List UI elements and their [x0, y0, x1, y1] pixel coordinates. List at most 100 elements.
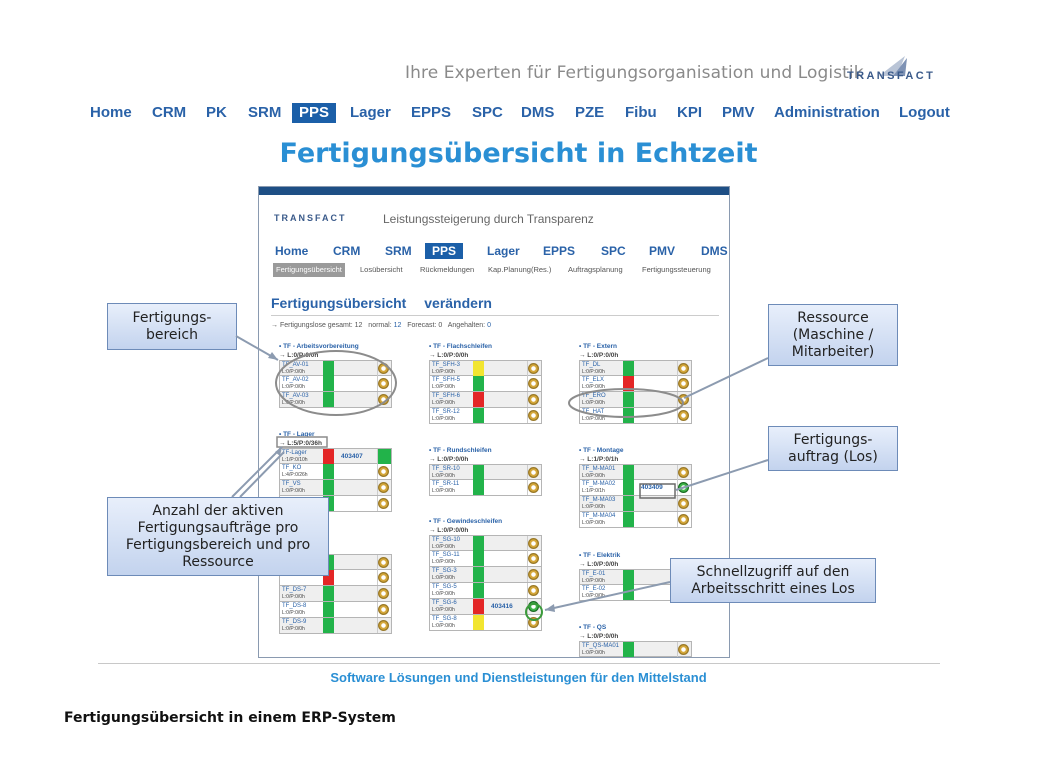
resource-name[interactable]: TF_SR-11	[432, 481, 460, 487]
gear-icon[interactable]	[378, 378, 389, 389]
production-order-link[interactable]: 403416	[491, 603, 513, 610]
gear-icon[interactable]	[678, 514, 689, 525]
top-nav-pze[interactable]: PZE	[575, 104, 605, 121]
app-nav-crm[interactable]: CRM	[333, 244, 361, 258]
top-nav-lager[interactable]: Lager	[350, 104, 391, 121]
top-nav-srm[interactable]: SRM	[248, 104, 282, 121]
gear-icon[interactable]	[528, 569, 539, 580]
resource-name[interactable]: TF_SR-10	[432, 466, 460, 472]
app-nav-pmv[interactable]: PMV	[649, 244, 676, 258]
resource-name[interactable]: TF_M-MA04	[582, 513, 616, 519]
resource-name[interactable]: TF_HAT	[582, 409, 605, 415]
gear-icon[interactable]	[678, 467, 689, 478]
gear-icon[interactable]	[678, 482, 689, 493]
transfact-logo[interactable]: TRANSFACT	[845, 56, 940, 90]
gear-icon[interactable]	[678, 378, 689, 389]
gear-icon[interactable]	[378, 363, 389, 374]
top-nav-fibu[interactable]: Fibu	[625, 104, 657, 121]
resource-name[interactable]: TF_SFH-6	[432, 393, 461, 399]
app-logo[interactable]: TRANSFACT	[274, 213, 347, 223]
production-area-title[interactable]: • TF - Montage	[579, 447, 624, 454]
gear-icon[interactable]	[678, 498, 689, 509]
resource-name[interactable]: TF_SFH-5	[432, 377, 461, 383]
app-nav-lager[interactable]: Lager	[487, 244, 520, 258]
top-nav-spc[interactable]: SPC	[472, 104, 503, 121]
resource-name[interactable]: TF_SFH-3	[432, 362, 461, 368]
app-nav-epps[interactable]: EPPS	[543, 244, 576, 258]
app-nav-pps[interactable]: PPS	[425, 243, 464, 259]
gear-icon[interactable]	[378, 604, 389, 615]
production-area-title[interactable]: • TF - Arbeitsvorbereitung	[279, 343, 359, 350]
production-area-title[interactable]: • TF - Extern	[579, 343, 618, 350]
app-nav-spc[interactable]: SPC	[601, 244, 626, 258]
resource-name[interactable]: TF_SG-3	[432, 568, 457, 574]
resource-name[interactable]: TF_DS-7	[282, 587, 307, 593]
gear-icon[interactable]	[678, 363, 689, 374]
top-nav-kpi[interactable]: KPI	[677, 104, 703, 121]
gear-icon[interactable]	[528, 467, 539, 478]
resource-name[interactable]: TF-Lager	[282, 450, 307, 456]
resource-name[interactable]: TF_AV-03	[282, 393, 309, 399]
top-nav-pk[interactable]: PK	[206, 104, 227, 121]
gear-icon[interactable]	[528, 601, 539, 612]
gear-icon[interactable]	[528, 538, 539, 549]
app-subnav-item[interactable]: Auftragsplanung	[568, 265, 623, 274]
app-heading-action[interactable]: verändern	[424, 295, 492, 311]
resource-name[interactable]: TF_VS	[282, 481, 301, 487]
gear-icon[interactable]	[528, 394, 539, 405]
top-nav-home[interactable]: Home	[90, 104, 132, 121]
app-nav-srm[interactable]: SRM	[385, 244, 412, 258]
app-nav-home[interactable]: Home	[275, 244, 309, 258]
gear-icon[interactable]	[528, 617, 539, 628]
resource-name[interactable]: TF_SG-5	[432, 584, 457, 590]
gear-icon[interactable]	[678, 394, 689, 405]
gear-icon[interactable]	[528, 410, 539, 421]
resource-name[interactable]: TF_E-01	[582, 571, 606, 577]
app-nav-dms[interactable]: DMS	[701, 244, 728, 258]
app-subnav-item[interactable]: Losübersicht	[360, 265, 403, 274]
gear-icon[interactable]	[378, 498, 389, 509]
top-nav-dms[interactable]: DMS	[521, 104, 555, 121]
production-order-link[interactable]: 403409	[641, 484, 663, 491]
gear-icon[interactable]	[528, 585, 539, 596]
stats-held-value[interactable]: 0	[487, 322, 491, 329]
gear-icon[interactable]	[528, 553, 539, 564]
resource-name[interactable]: TF_AV-02	[282, 377, 309, 383]
gear-icon[interactable]	[528, 363, 539, 374]
resource-name[interactable]: TF_DL	[582, 362, 601, 368]
top-nav-crm[interactable]: CRM	[152, 104, 187, 121]
gear-icon[interactable]	[378, 466, 389, 477]
resource-name[interactable]: TF_DS-8	[282, 603, 307, 609]
resource-name[interactable]: TF_ERO	[582, 393, 606, 399]
resource-name[interactable]: TF_M-MA01	[582, 466, 616, 472]
resource-name[interactable]: TF_DS-9	[282, 619, 307, 625]
production-area-title[interactable]: • TF - Lager	[279, 431, 315, 438]
production-area-title[interactable]: • TF - Elektrik	[579, 552, 621, 559]
resource-name[interactable]: TF_SG-8	[432, 616, 457, 622]
resource-name[interactable]: TF_SG-6	[432, 600, 457, 606]
production-area-title[interactable]: • TF - Gewindeschleifen	[429, 518, 503, 525]
resource-name[interactable]: TF_AV-01	[282, 362, 309, 368]
gear-icon[interactable]	[378, 482, 389, 493]
resource-name[interactable]: TF_M-MA02	[582, 481, 616, 487]
